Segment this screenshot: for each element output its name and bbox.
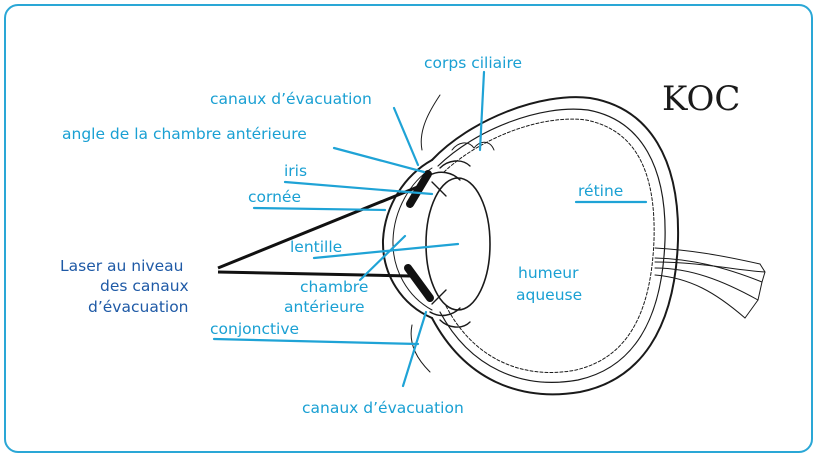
label-conjonctive: conjonctive [210, 320, 299, 338]
label-laser-2: des canaux [100, 277, 189, 295]
label-corps-ciliaire: corps ciliaire [424, 54, 522, 72]
label-chambre-2: antérieure [284, 298, 365, 316]
labels: corps ciliaire canaux d’évacuation angle… [60, 54, 623, 417]
label-canaux-bottom: canaux d’évacuation [302, 399, 464, 417]
label-iris: iris [284, 162, 307, 180]
conjunctiva [411, 95, 440, 372]
label-humeur-2: aqueuse [516, 286, 582, 304]
label-retine: rétine [578, 182, 623, 200]
optic-nerve [655, 248, 765, 318]
label-humeur-1: humeur [518, 264, 579, 282]
koc-logo: KOC [662, 79, 740, 119]
label-angle: angle de la chambre antérieure [62, 125, 307, 143]
label-chambre-1: chambre [300, 278, 368, 296]
logo-text: KOC [662, 79, 740, 119]
retina-layer [444, 119, 654, 372]
label-laser-3: d’évacuation [88, 298, 189, 316]
label-canaux-top: canaux d’évacuation [210, 90, 372, 108]
label-cornee: cornée [248, 188, 301, 206]
label-lentille: lentille [290, 238, 342, 256]
label-laser-1: Laser au niveau [60, 257, 183, 275]
